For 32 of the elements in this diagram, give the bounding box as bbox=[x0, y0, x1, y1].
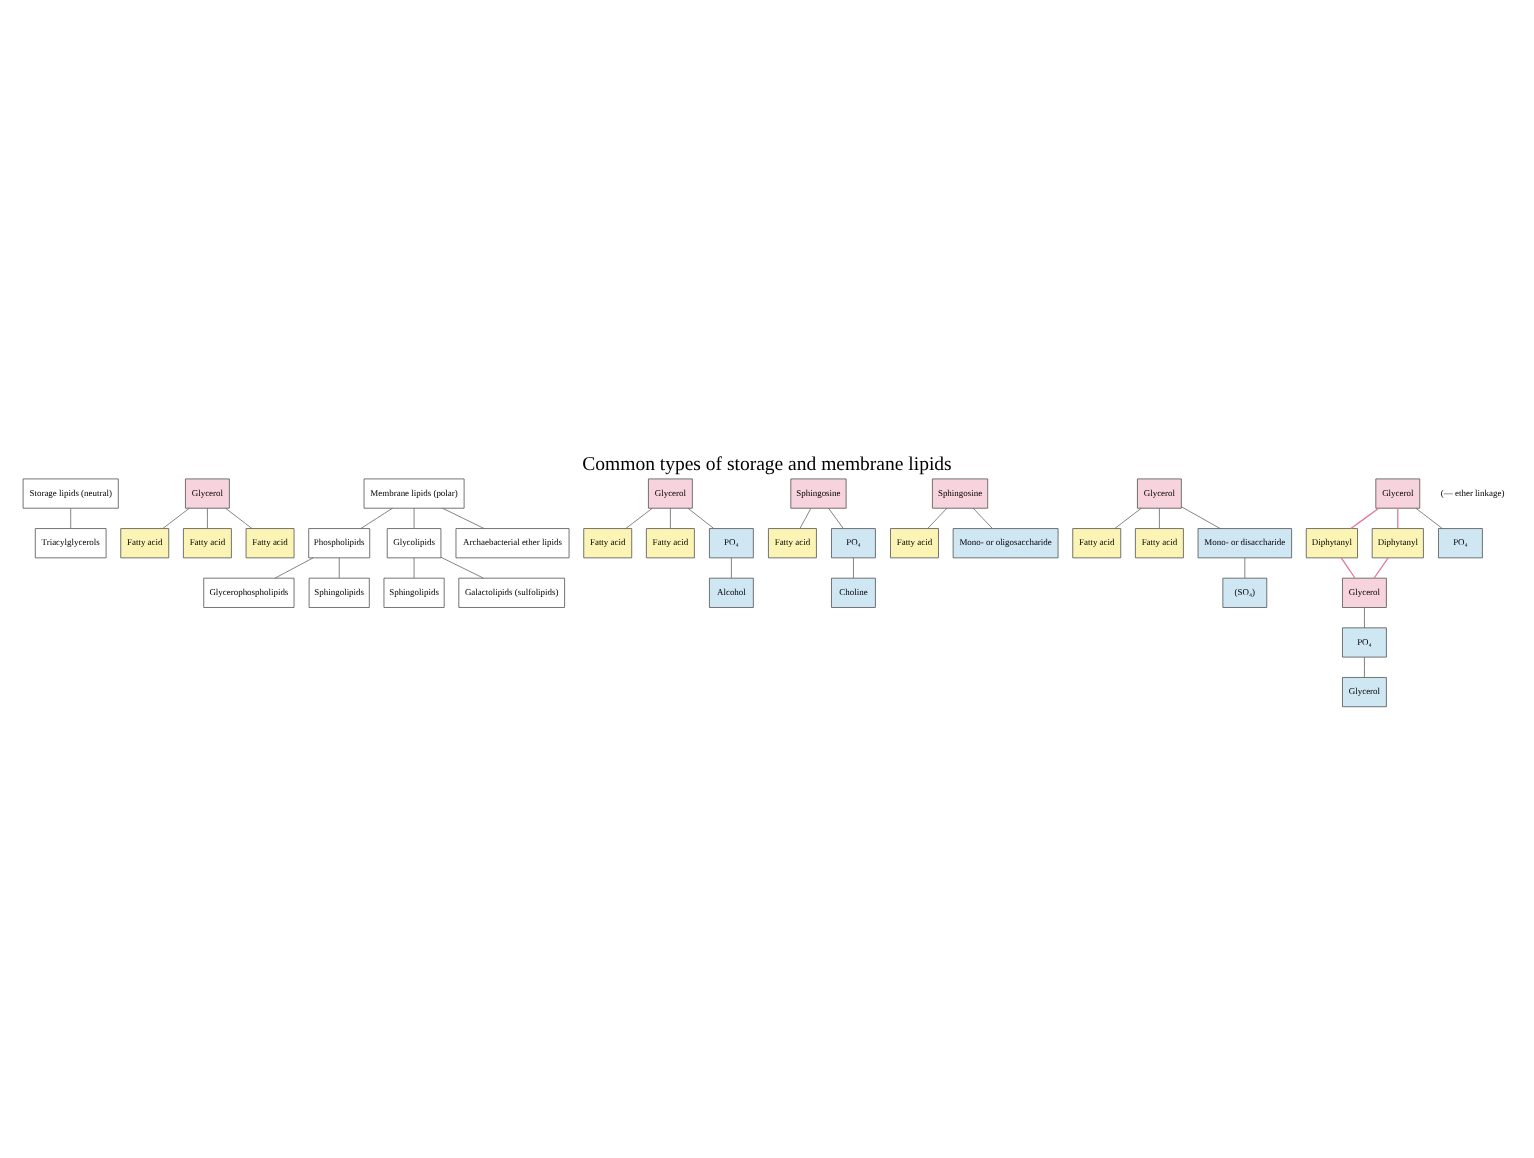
connector bbox=[1373, 557, 1389, 579]
connector bbox=[1159, 507, 1160, 529]
connector bbox=[225, 507, 253, 529]
connector bbox=[853, 557, 854, 579]
connector bbox=[669, 507, 671, 529]
connector bbox=[70, 507, 72, 529]
connector bbox=[413, 507, 415, 529]
connector bbox=[1364, 656, 1365, 678]
connector bbox=[828, 507, 844, 529]
connector bbox=[338, 557, 340, 579]
connector bbox=[799, 507, 812, 529]
connector bbox=[360, 507, 393, 529]
connector bbox=[687, 507, 715, 529]
connector bbox=[1364, 607, 1365, 629]
connector bbox=[927, 507, 948, 529]
connector bbox=[625, 507, 653, 529]
connector bbox=[413, 557, 415, 579]
connector bbox=[1415, 507, 1443, 529]
connector bbox=[1114, 507, 1142, 529]
connector bbox=[440, 556, 484, 579]
connector bbox=[162, 507, 190, 529]
connector bbox=[1397, 507, 1399, 529]
connector bbox=[207, 507, 208, 529]
connector bbox=[1340, 557, 1356, 579]
connector bbox=[1181, 506, 1221, 529]
connector bbox=[731, 557, 732, 579]
connector bbox=[1350, 507, 1380, 530]
diagram-title: Common types of storage and membrane lipids bbox=[582, 454, 952, 477]
connector bbox=[442, 507, 485, 529]
connector bbox=[972, 507, 993, 529]
connector bbox=[1244, 557, 1246, 579]
connector bbox=[274, 557, 314, 579]
